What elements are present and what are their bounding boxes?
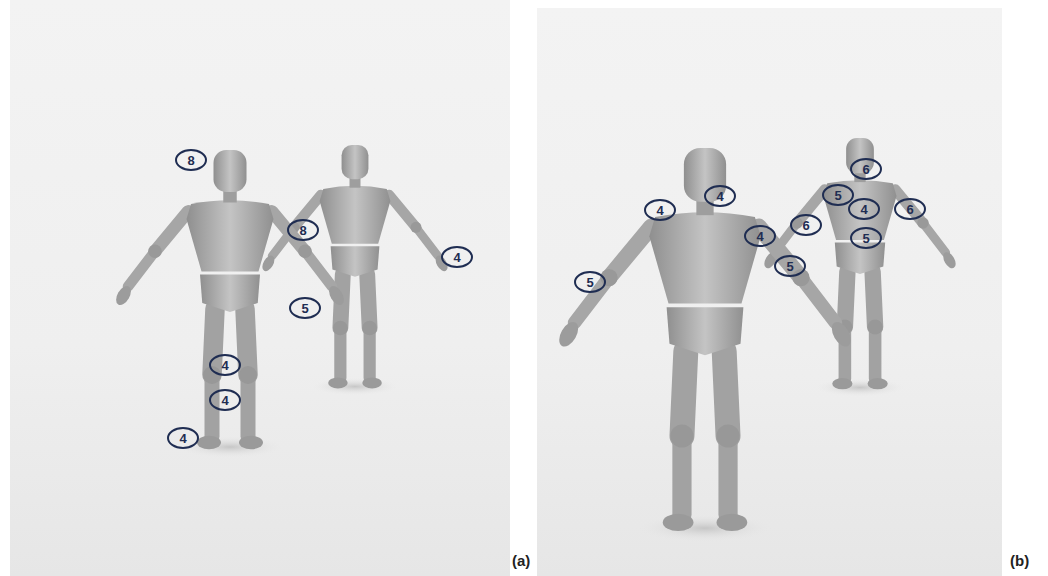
callout-number: 4 <box>221 394 228 407</box>
callout-circle: 4 <box>209 354 241 376</box>
callout-number: 5 <box>301 302 308 315</box>
callout-number: 4 <box>221 359 228 372</box>
callout-circle: 6 <box>790 214 822 236</box>
callout-number: 5 <box>834 189 841 202</box>
callout-number: 5 <box>862 232 869 245</box>
callout-number: 4 <box>860 203 867 216</box>
callout-number: 4 <box>716 190 723 203</box>
callout-circle: 4 <box>848 198 880 220</box>
mannequin-front <box>113 150 347 458</box>
callout-circle: 6 <box>894 198 926 220</box>
callout-circle: 4 <box>704 185 736 207</box>
callout-circle: 5 <box>850 227 882 249</box>
callout-number: 4 <box>179 432 186 445</box>
callout-number: 6 <box>862 163 869 176</box>
callout-circle: 4 <box>744 225 776 247</box>
callout-number: 4 <box>453 251 460 264</box>
callout-circle: 5 <box>289 297 321 319</box>
callout-number: 6 <box>906 203 913 216</box>
callout-number: 5 <box>586 276 593 289</box>
callout-number: 8 <box>299 224 306 237</box>
panel-label: (a) <box>512 552 530 569</box>
callout-number: 5 <box>786 260 793 273</box>
callout-number: 6 <box>802 219 809 232</box>
callout-circle: 5 <box>774 255 806 277</box>
mannequin-front <box>555 148 854 542</box>
panel-label: (b) <box>1010 552 1029 569</box>
callout-circle: 8 <box>175 149 207 171</box>
callout-circle: 4 <box>441 246 473 268</box>
callout-number: 4 <box>756 230 763 243</box>
callout-circle: 8 <box>287 219 319 241</box>
callout-circle: 4 <box>644 199 676 221</box>
callout-circle: 6 <box>850 158 882 180</box>
mannequin-back <box>260 145 450 395</box>
panel-background <box>537 8 1002 576</box>
panel-background <box>10 0 510 576</box>
callout-number: 8 <box>187 154 194 167</box>
callout-circle: 5 <box>574 271 606 293</box>
mannequin-back <box>762 138 958 396</box>
callout-number: 4 <box>656 204 663 217</box>
callout-circle: 4 <box>167 427 199 449</box>
callout-circle: 4 <box>209 389 241 411</box>
